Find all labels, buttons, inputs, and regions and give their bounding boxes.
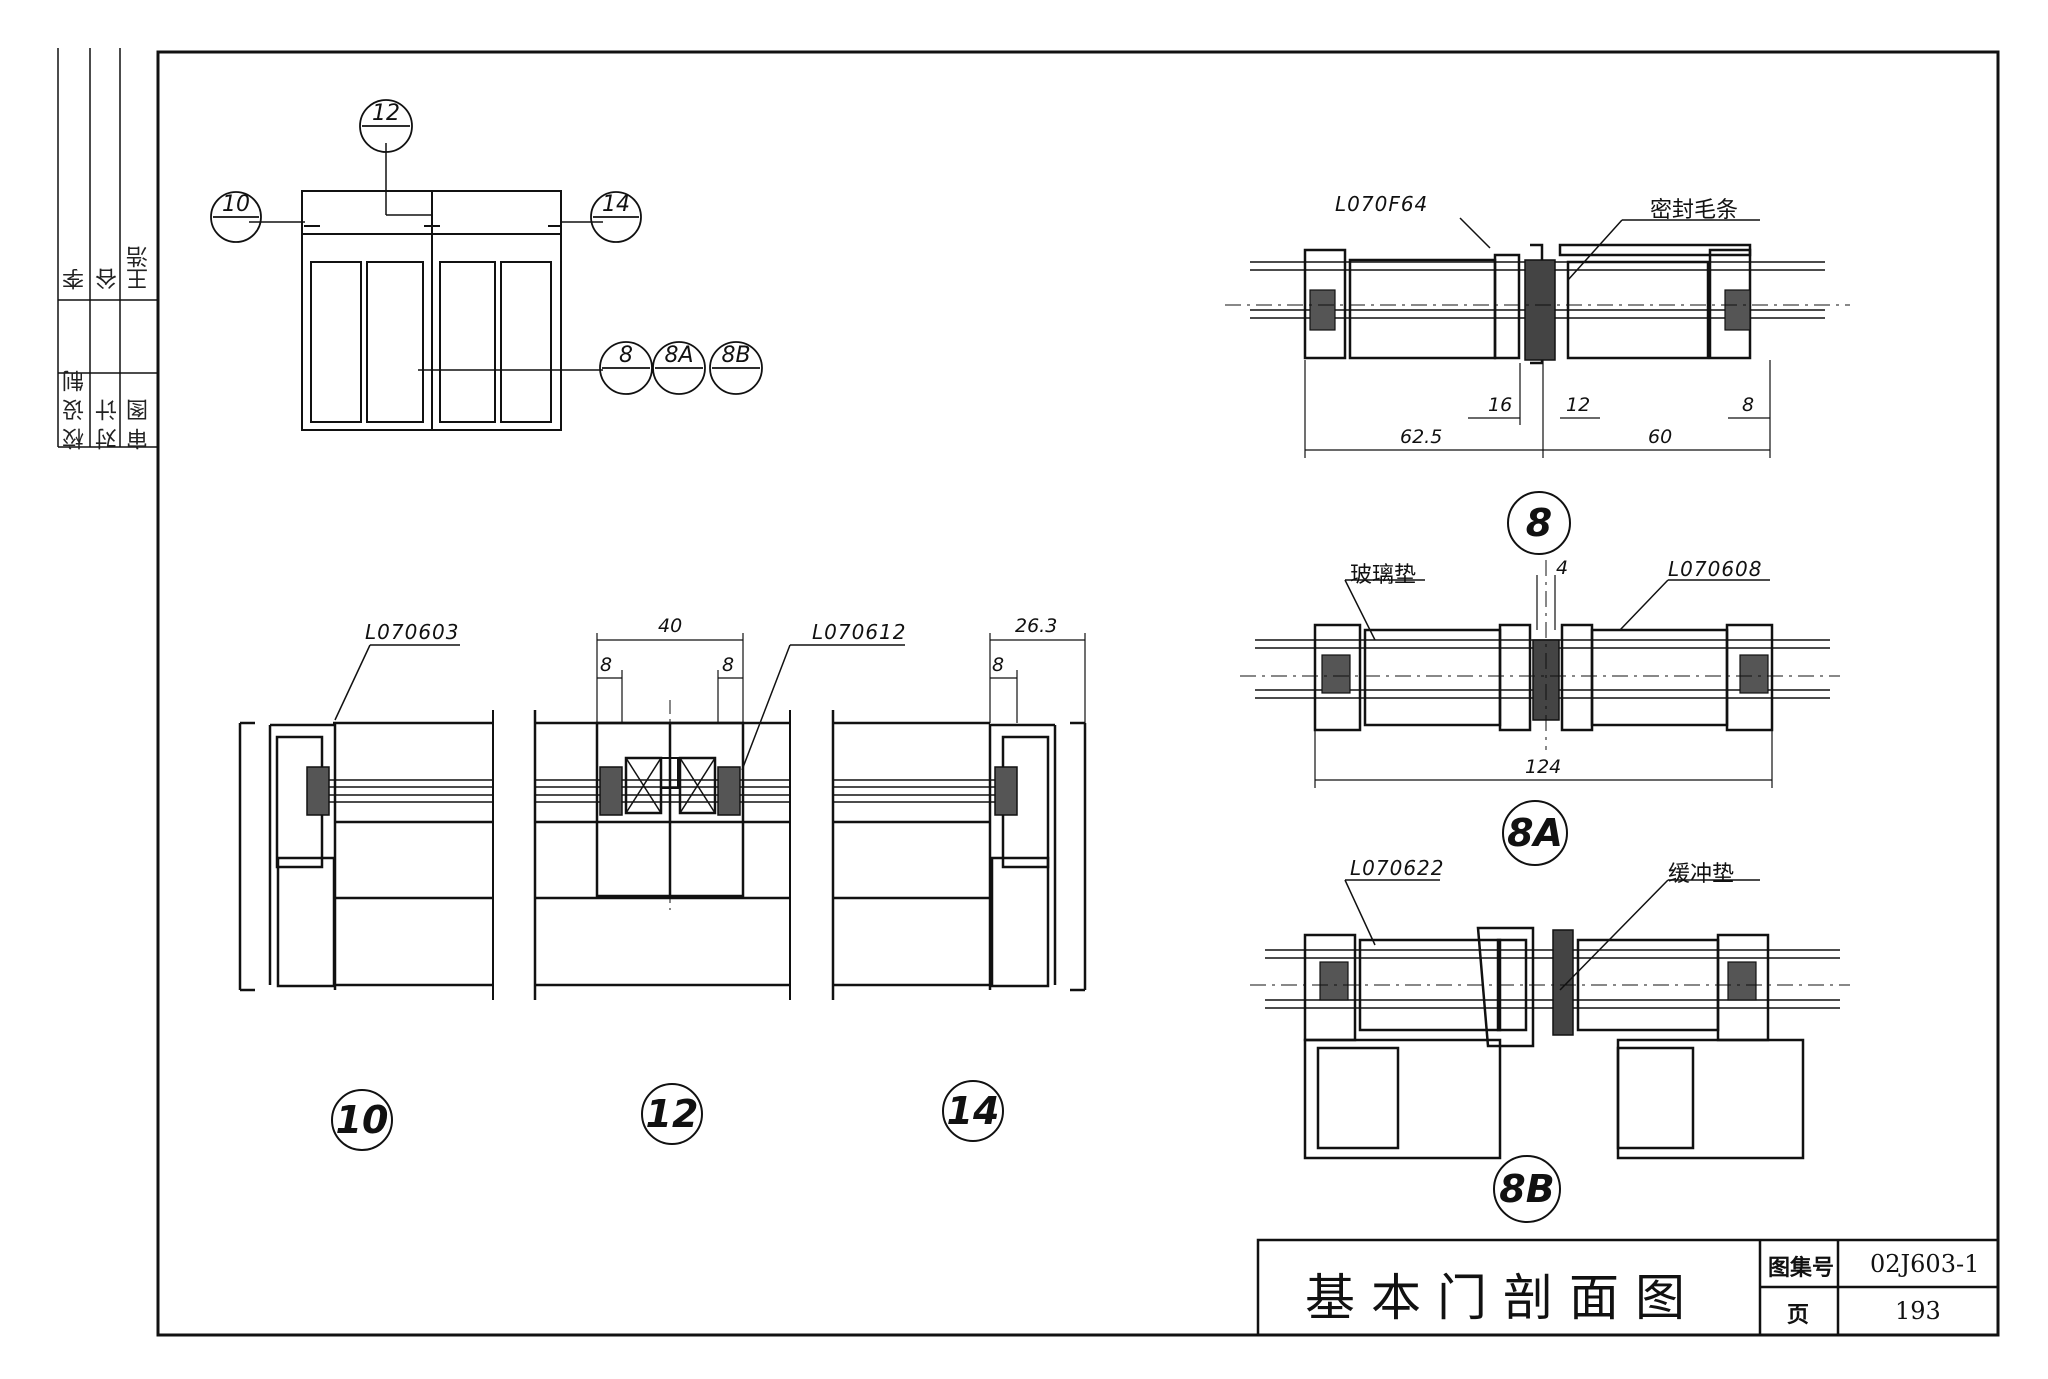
side-role-text: 制 bbox=[63, 370, 88, 392]
side-name-1: 李 bbox=[63, 268, 88, 290]
section-8-dim-16: 16 bbox=[1488, 394, 1513, 416]
side-name-2: 谷 bbox=[96, 268, 121, 290]
section-12-dim-total: 40 bbox=[658, 615, 683, 637]
section-8-dim-right: 60 bbox=[1648, 426, 1673, 448]
section-8a-label: 8A bbox=[1507, 811, 1563, 855]
section-12-drawing bbox=[533, 633, 905, 1000]
side-role-column-3: 审 图 bbox=[124, 310, 156, 450]
title-block bbox=[1256, 1238, 2000, 1337]
side-role-column-2: 对 计 bbox=[93, 310, 125, 450]
elevation-leaders bbox=[249, 143, 603, 371]
elevation-bubbles bbox=[210, 99, 763, 395]
section-8-dim-12: 12 bbox=[1566, 394, 1591, 416]
elevation-bubble-right: 14 bbox=[602, 192, 630, 217]
bubble-8a bbox=[1502, 800, 1568, 866]
section-8-dim-left: 62.5 bbox=[1400, 426, 1443, 448]
side-role-column-1: 校 设 制 bbox=[60, 310, 92, 450]
sheet-border bbox=[156, 50, 2000, 1337]
elevation-bubble-8: 8 bbox=[619, 343, 633, 368]
bubble-10 bbox=[331, 1089, 393, 1151]
section-8-dim-8: 8 bbox=[1742, 394, 1755, 416]
section-10-label: 10 bbox=[335, 1098, 389, 1142]
atlas-number: 02J603-1 bbox=[1870, 1250, 1980, 1278]
section-10-drawing bbox=[238, 644, 494, 1000]
bubble-12 bbox=[641, 1083, 703, 1145]
side-role-text: 计 bbox=[96, 399, 121, 421]
section-8b-label: 8B bbox=[1499, 1167, 1555, 1211]
bubble-8b bbox=[1493, 1155, 1561, 1223]
page-label: 页 bbox=[1787, 1302, 1810, 1328]
elevation-bubble-8b: 8B bbox=[721, 343, 751, 368]
drawing-title: 基本门剖面图 bbox=[1305, 1269, 1701, 1327]
section-8-drawing bbox=[1225, 217, 1850, 458]
section-8-note: 密封毛条 bbox=[1650, 198, 1739, 223]
bubble-8 bbox=[1507, 491, 1571, 555]
side-role-text: 设 bbox=[63, 399, 88, 421]
section-8a-part-code: L070608 bbox=[1668, 557, 1763, 581]
section-14-label: 14 bbox=[946, 1089, 1000, 1133]
atlas-number-label: 图集号 bbox=[1768, 1255, 1835, 1281]
section-8b-drawing bbox=[1250, 879, 1850, 1160]
section-8-label: 8 bbox=[1525, 501, 1553, 545]
side-role-text: 对 bbox=[96, 428, 121, 450]
section-12-dim-right: 8 bbox=[722, 654, 735, 676]
section-12-part-code: L070612 bbox=[812, 620, 907, 644]
side-signature-block bbox=[57, 48, 158, 448]
section-10-part-code: L070603 bbox=[365, 620, 460, 644]
section-8a-dim-gap: 4 bbox=[1556, 557, 1569, 579]
side-role-text: 图 bbox=[127, 399, 152, 421]
section-8b-part-code: L070622 bbox=[1350, 856, 1445, 880]
section-8a-drawing bbox=[1240, 560, 1840, 788]
elevation-bubble-8a: 8A bbox=[664, 343, 694, 368]
section-12-dim-left: 8 bbox=[600, 654, 613, 676]
section-8a-note: 玻璃垫 bbox=[1350, 563, 1417, 588]
door-elevation bbox=[301, 190, 562, 431]
side-note: 王浩 bbox=[127, 246, 152, 290]
side-role-text: 校 bbox=[63, 428, 88, 450]
section-12-label: 12 bbox=[645, 1092, 699, 1136]
section-14-dim-inner: 8 bbox=[992, 654, 1005, 676]
section-8a-dim-total: 124 bbox=[1525, 756, 1562, 778]
side-role-text: 审 bbox=[127, 428, 152, 450]
bubble-14 bbox=[942, 1080, 1004, 1142]
elevation-bubble-left: 10 bbox=[222, 192, 250, 217]
page-number: 193 bbox=[1895, 1297, 1941, 1325]
section-14-dim-total: 26.3 bbox=[1015, 615, 1058, 637]
section-8-part-code: L070F64 bbox=[1335, 192, 1429, 216]
elevation-bubble-top: 12 bbox=[372, 100, 400, 126]
section-14-drawing bbox=[831, 633, 1087, 1000]
section-8b-note: 缓冲垫 bbox=[1668, 862, 1735, 887]
